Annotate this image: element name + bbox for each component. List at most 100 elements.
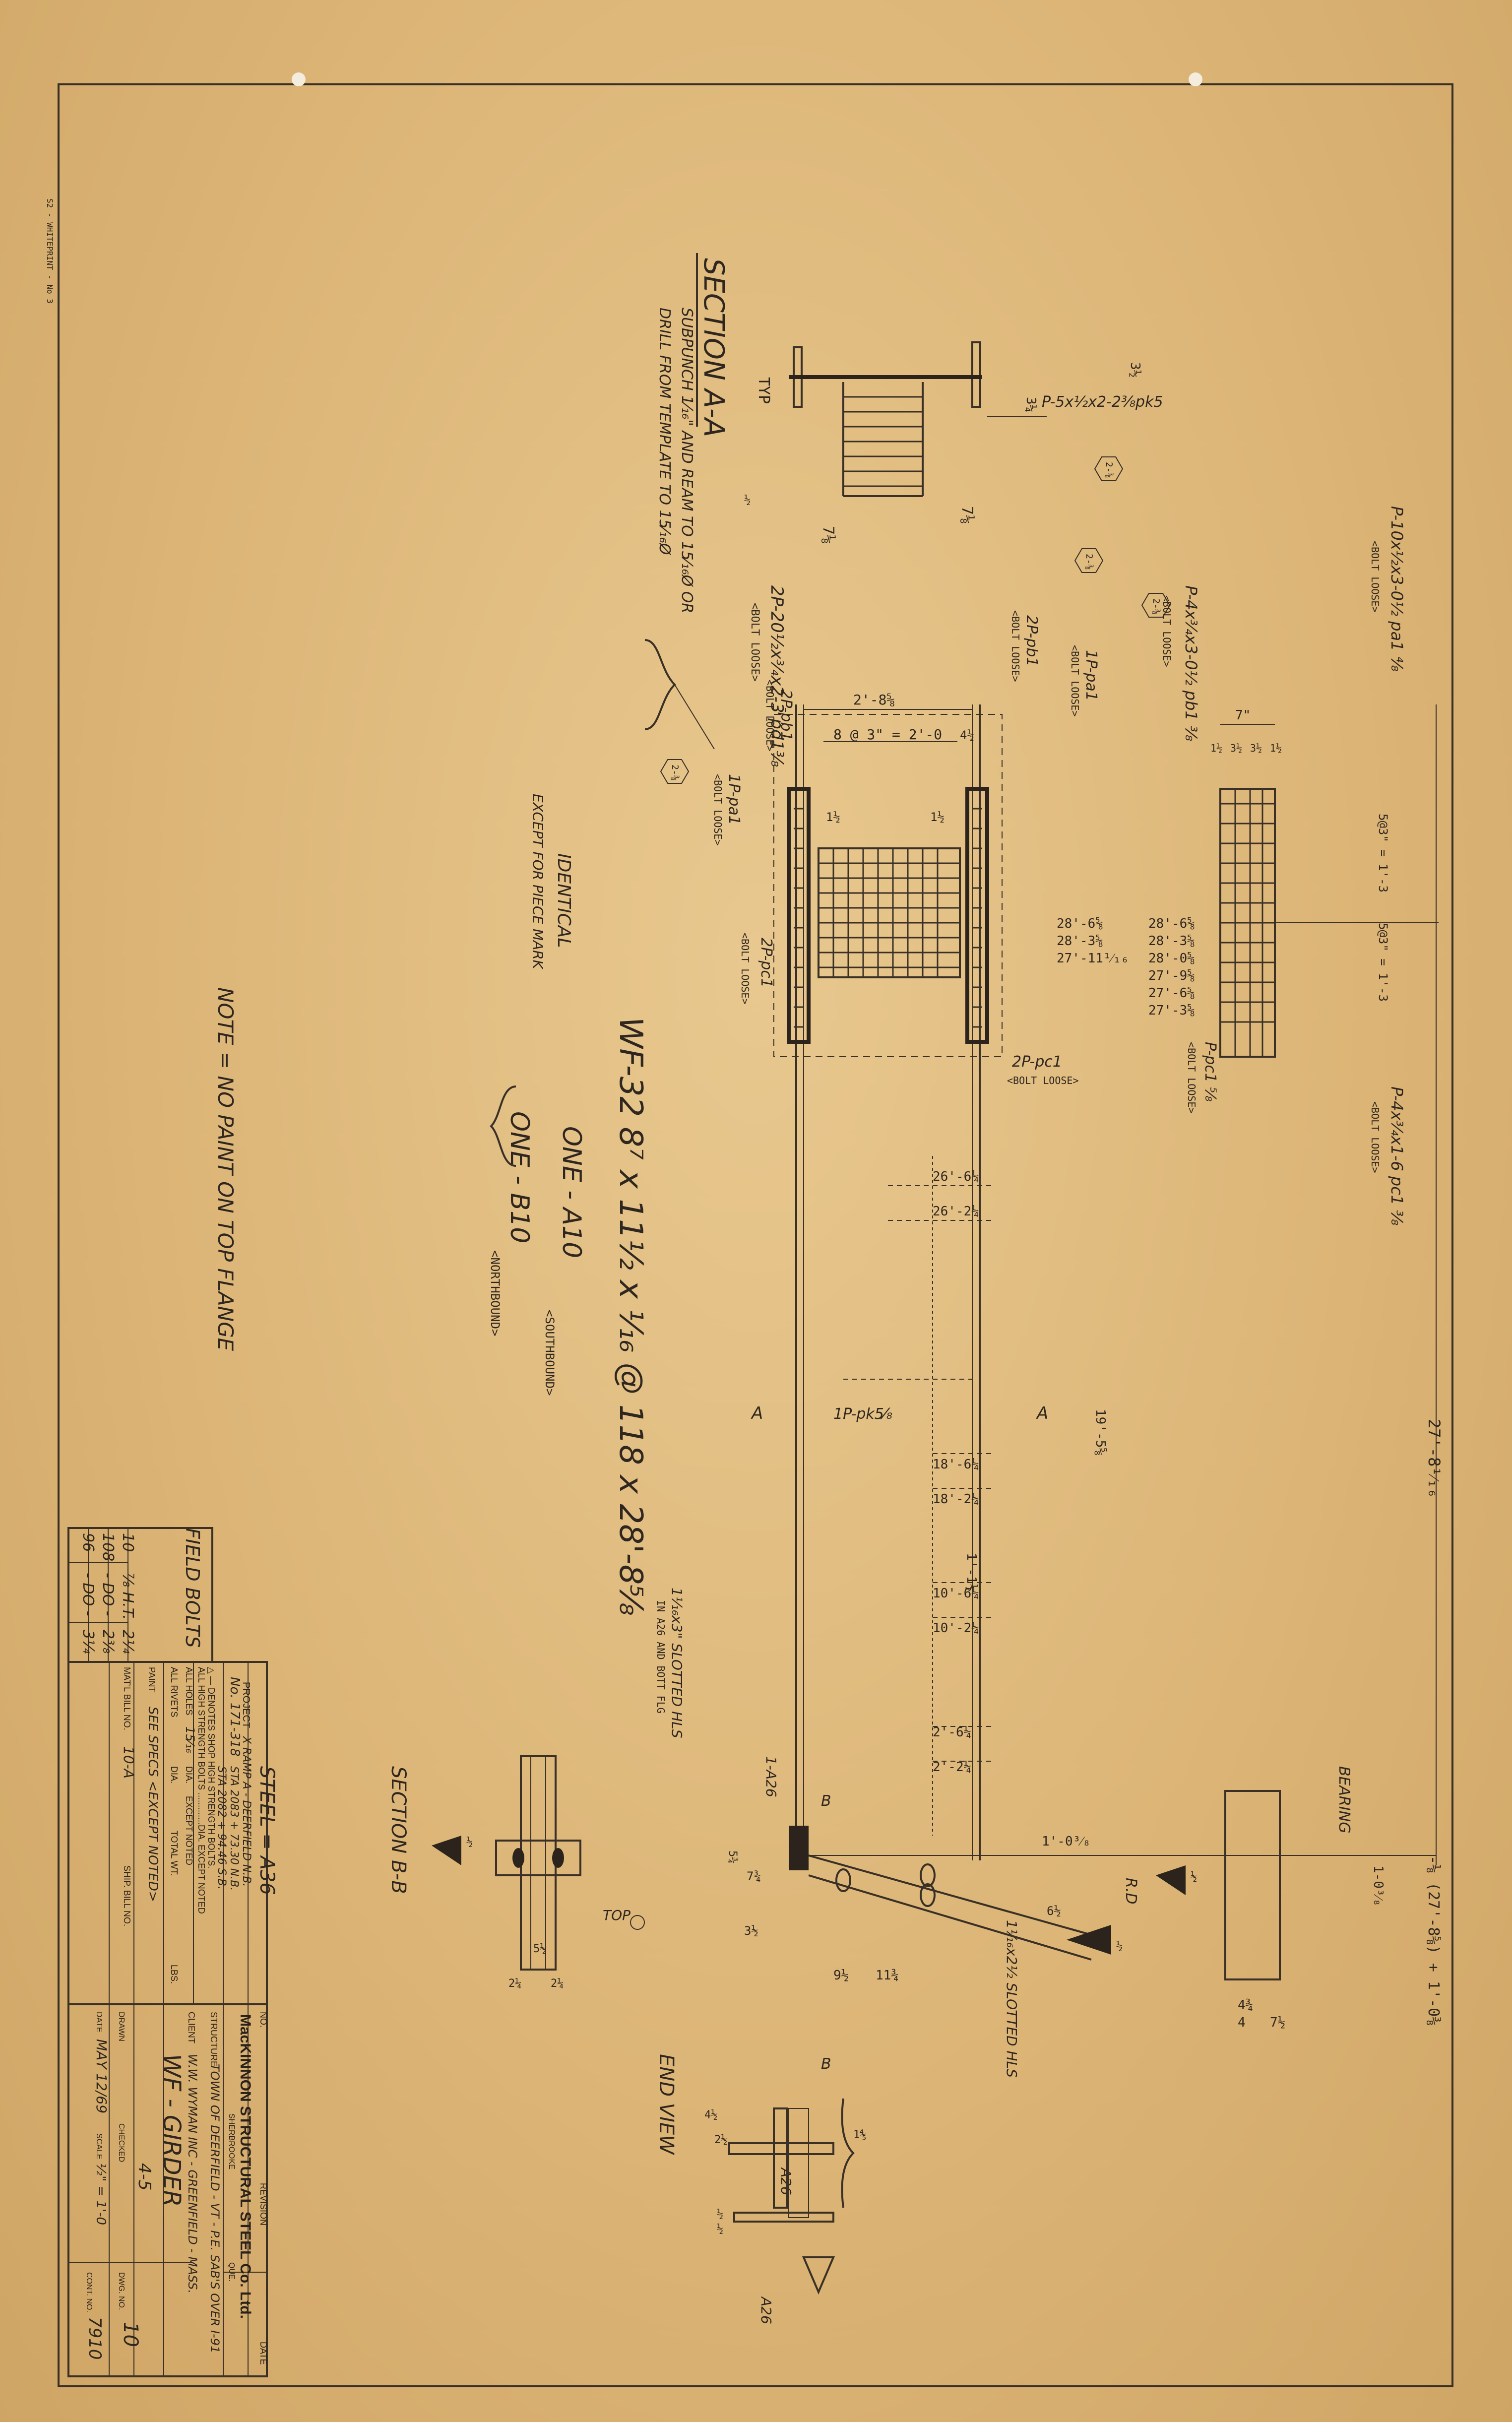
piece-mark-a10: ONE - A10	[557, 1126, 586, 1258]
aa-dim: 7⅛	[819, 526, 837, 544]
dim-label: 3½	[1250, 742, 1262, 754]
dim-label: 3½	[744, 1924, 758, 1938]
callout: 2P-pb1	[777, 690, 795, 741]
field-bolts-table	[67, 1527, 213, 1663]
piece-mark-a10-sub: <SOUTHBOUND>	[543, 1310, 557, 1396]
elevation: 1'-0³⁄₈	[1042, 1834, 1090, 1849]
piece-mark-b10: ONE - B10	[504, 1111, 534, 1243]
hex-tags: 2-⅜ 2-⅜ 2-⅜ 2-⅜	[660, 456, 1171, 784]
dim-label: ½	[717, 2208, 723, 2221]
checked-label: CHECKED	[117, 2123, 126, 2162]
total-weight: TOTAL WT.	[169, 1831, 179, 1876]
weld-symbols: ½ ½ ½ ½	[466, 494, 1197, 1955]
dim-label: 1-0³⁄₈	[1371, 1865, 1386, 1907]
callout: A26	[758, 2296, 774, 2324]
dim-label: 1⅘	[853, 2129, 867, 2141]
dim-label: 5@3" = 1'-3	[1376, 923, 1390, 1002]
weld-size: ½	[1116, 1940, 1123, 1953]
dim-label: 4½	[704, 2109, 718, 2121]
dim-label: 1½	[1270, 742, 1282, 754]
dim-label: 8 @ 3" = 2'-0	[833, 726, 942, 743]
dim-label: 7"	[1235, 708, 1251, 723]
section-arrow-a: A	[1036, 1403, 1048, 1423]
bearing-end-detail: 7" 1½ 3½ 3½ 1½ 5@3" = 1'-3 5@3" = 1'-3 B…	[804, 704, 1444, 2030]
callout: 2P-20½x¾x2-3 pd1³⁄₈	[767, 585, 787, 767]
callout-sub: <BOLT LOOSE>	[749, 603, 761, 682]
callout-sub: <BOLT LOOSE>	[1161, 595, 1173, 667]
elevation: 28'-3⅝	[1057, 934, 1103, 949]
callout: P-4x¾x1-6 pc1 ³⁄₈	[1387, 1086, 1406, 1225]
dim-label: 4½	[960, 728, 974, 742]
bolt-len: 3¼	[79, 1630, 97, 1654]
dwg-no-label: DWG. NO.	[117, 2272, 126, 2310]
dim-label: 7¾	[747, 1869, 761, 1883]
dim-label: ½	[717, 2223, 723, 2235]
elevation: 28'-6⅝	[1148, 916, 1195, 931]
elevation: 1'-1½	[964, 1553, 979, 1592]
paint-label: PAINT	[147, 1667, 157, 1693]
dim-label: 9½	[833, 1968, 849, 1983]
rivets-label: ALL RIVETS	[169, 1667, 179, 1717]
callouts: 2P-20½x¾x2-3 pd1³⁄₈ <BOLT LOOSE> 2P-pb1 …	[655, 506, 1406, 2195]
dim-label: 6½	[1047, 1904, 1061, 1918]
cont-no-value: 7910	[85, 2317, 105, 2360]
client-label: CLIENT	[187, 2012, 196, 2043]
title-block: FIELD BOLTS 10 ⅞ H.T. 2¼ 108 - DO - 2⅜ 9…	[67, 1527, 278, 2377]
dim-label: 3½	[1230, 742, 1242, 754]
aa-dim: 3¼	[1023, 397, 1038, 412]
end-view-title: END VIEW	[655, 2054, 678, 2155]
ship-bill-label: SHIP. BILL NO.	[122, 1865, 132, 1926]
scale-value: ½" = 1'-0	[93, 2163, 108, 2225]
matl-bill-label: MAT'L BILL NO.	[122, 1667, 132, 1730]
dim-label: 4¾	[1238, 1998, 1253, 2013]
callout-sub: <BOLT LOOSE>	[712, 774, 724, 846]
margin-text: S2 - WHITEPRINT - No 3	[45, 198, 55, 304]
elevation: 18'-6¼	[933, 1457, 979, 1472]
callout-sub: <BOLT LOOSE>	[739, 933, 751, 1005]
station-2: STA 2082 + 94.46 S.B.	[215, 1766, 228, 1890]
revision-no: NO.	[258, 2012, 268, 2028]
drawn-label: DRAWN	[117, 2012, 126, 2041]
elevation: 19'-5⅝	[1093, 1409, 1108, 1456]
callout-sub: <BOLT LOOSE>	[1369, 541, 1381, 613]
bolt-len: 2¼	[119, 1630, 136, 1654]
main-member-label: WF-32 8⁷ x 11½ x ¹⁄₁₆ @ 118 x 28'-8⅝	[612, 1017, 649, 1615]
elevation: 27'-3⅝	[1148, 1003, 1195, 1018]
elevation: 28'-6⅝	[1057, 916, 1103, 931]
callout: 2P-pc1	[757, 938, 775, 988]
punch-hole-right	[1189, 72, 1202, 86]
section-arrows: A A B B	[751, 1403, 1048, 2073]
callout-sub: <BOLT LOOSE>	[1007, 1075, 1079, 1086]
dim-label: 7½	[1270, 2015, 1285, 2030]
overall-dimension-2: -⅛ (27'-8⅝) + 1'-0⅜	[1425, 1855, 1442, 2026]
bolt-desc: - DO -	[99, 1573, 117, 1616]
dim-label: 5½	[533, 1943, 547, 1955]
identical-sub: EXCEPT FOR PIECE MARK	[530, 794, 546, 970]
company-name: MacKINNON STRUCTURAL STEEL Co. Ltd.	[237, 2014, 253, 2319]
elevation-labels: 28'-6⅝ 28'-3⅝ 27'-11¹⁄₁₆ 28'-6⅝ 28'-3⅝ 2…	[933, 916, 1195, 1849]
section-arrow-b: B	[821, 1792, 831, 1810]
brace-note	[644, 639, 676, 730]
section-aa: SECTION A-A SUBPUNCH 1⁄₁₆" AND REAM TO 1…	[644, 253, 1163, 750]
callout-sub: <BOLT LOOSE>	[764, 680, 776, 752]
project-number: No. 171-318	[227, 1677, 242, 1757]
section-arrow-b: B	[821, 2055, 831, 2073]
company-city: SHERBROOKE	[227, 2113, 236, 2169]
dim-label: 2¼	[508, 1977, 522, 1990]
rivets-dia: DIA.	[169, 1766, 179, 1784]
callout: 2P-pc1	[1012, 1053, 1062, 1071]
end-view: END VIEW 4½ 2½ 1⅘ ½ ½ A26	[655, 2054, 867, 2324]
callout: 1P-pk5⁄₈	[833, 1405, 892, 1423]
aa-dim: 7⅛	[958, 506, 976, 524]
bolt-qty: 10	[119, 1533, 136, 1552]
elevation: 27'-9⅝	[1148, 968, 1195, 983]
aa-dim: 3½	[1128, 362, 1142, 378]
callout: 2P-pb1	[1023, 615, 1040, 667]
dim-label: 2½	[714, 2134, 728, 2146]
matl-bill-value: 10-A	[121, 1746, 137, 1779]
girder-elevation: 2'-8⅝ 8 @ 3" = 2'-0 4½ 1½ 1½ WF-32 8⁷ x …	[213, 692, 1003, 1860]
callout-sub: <BOLT LOOSE>	[1069, 645, 1081, 717]
dim-label: 1½	[930, 810, 945, 824]
lower-end-detail: 9½ 11¾ 6½ 7¾ 3½ 5¾	[726, 1826, 1111, 1983]
